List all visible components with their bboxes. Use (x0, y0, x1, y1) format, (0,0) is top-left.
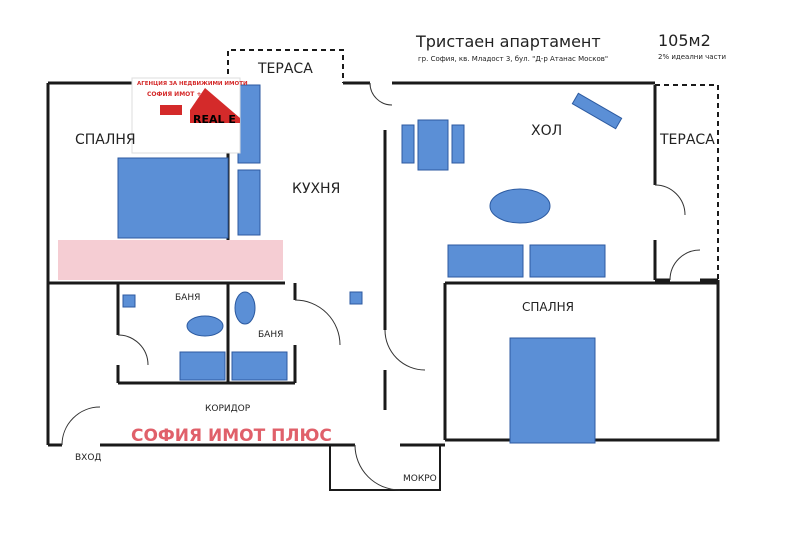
bathtub-1 (179, 351, 226, 381)
bed-right (509, 337, 596, 444)
tv-stand (571, 92, 623, 130)
logo-line2: СОФИЯ ИМОТ + (147, 91, 202, 98)
label-kitchen: КУХНЯ (292, 181, 341, 197)
watermark: СОФИЯ ИМОТ ПЛЮС (131, 426, 332, 446)
address: гр. София, кв. Младост 3, бул. "Д-р Атан… (418, 55, 609, 63)
plan-title: Тристаен апартамент (416, 32, 601, 51)
terrace-outlines (227, 49, 719, 280)
label-entrance: ВХОД (75, 453, 102, 463)
area: 105м2 (658, 31, 711, 50)
area-note: 2% идеални части (658, 53, 727, 61)
bed-left (117, 157, 229, 239)
sofa-2 (529, 244, 606, 278)
label-terrace-top: ТЕРАСА (258, 61, 313, 77)
agency-logo (131, 77, 241, 154)
label-wet-room: МОКРО (403, 474, 437, 484)
furniture (117, 84, 623, 444)
label-terrace-right: ТЕРАСА (660, 132, 715, 148)
label-corridor: КОРИДОР (205, 404, 251, 414)
label-bedroom-left: СПАЛНЯ (75, 132, 136, 148)
door-arcs (61, 82, 701, 491)
blurred-text-patch (58, 240, 283, 280)
label-living: ХОЛ (531, 123, 563, 139)
sofa-1 (447, 244, 524, 278)
bathtub-2 (231, 351, 288, 381)
label-bedroom-right: СПАЛНЯ (522, 300, 574, 314)
label-bathroom-2: БАНЯ (258, 330, 284, 340)
dining-table (417, 119, 449, 171)
logo-line1: АГЕНЦИЯ ЗА НЕДВИЖИМИ ИМОТИ (137, 81, 248, 87)
label-bathroom-1: БАНЯ (175, 293, 201, 303)
logo-brand: REAL E (193, 113, 236, 126)
coffee-table (489, 188, 551, 224)
